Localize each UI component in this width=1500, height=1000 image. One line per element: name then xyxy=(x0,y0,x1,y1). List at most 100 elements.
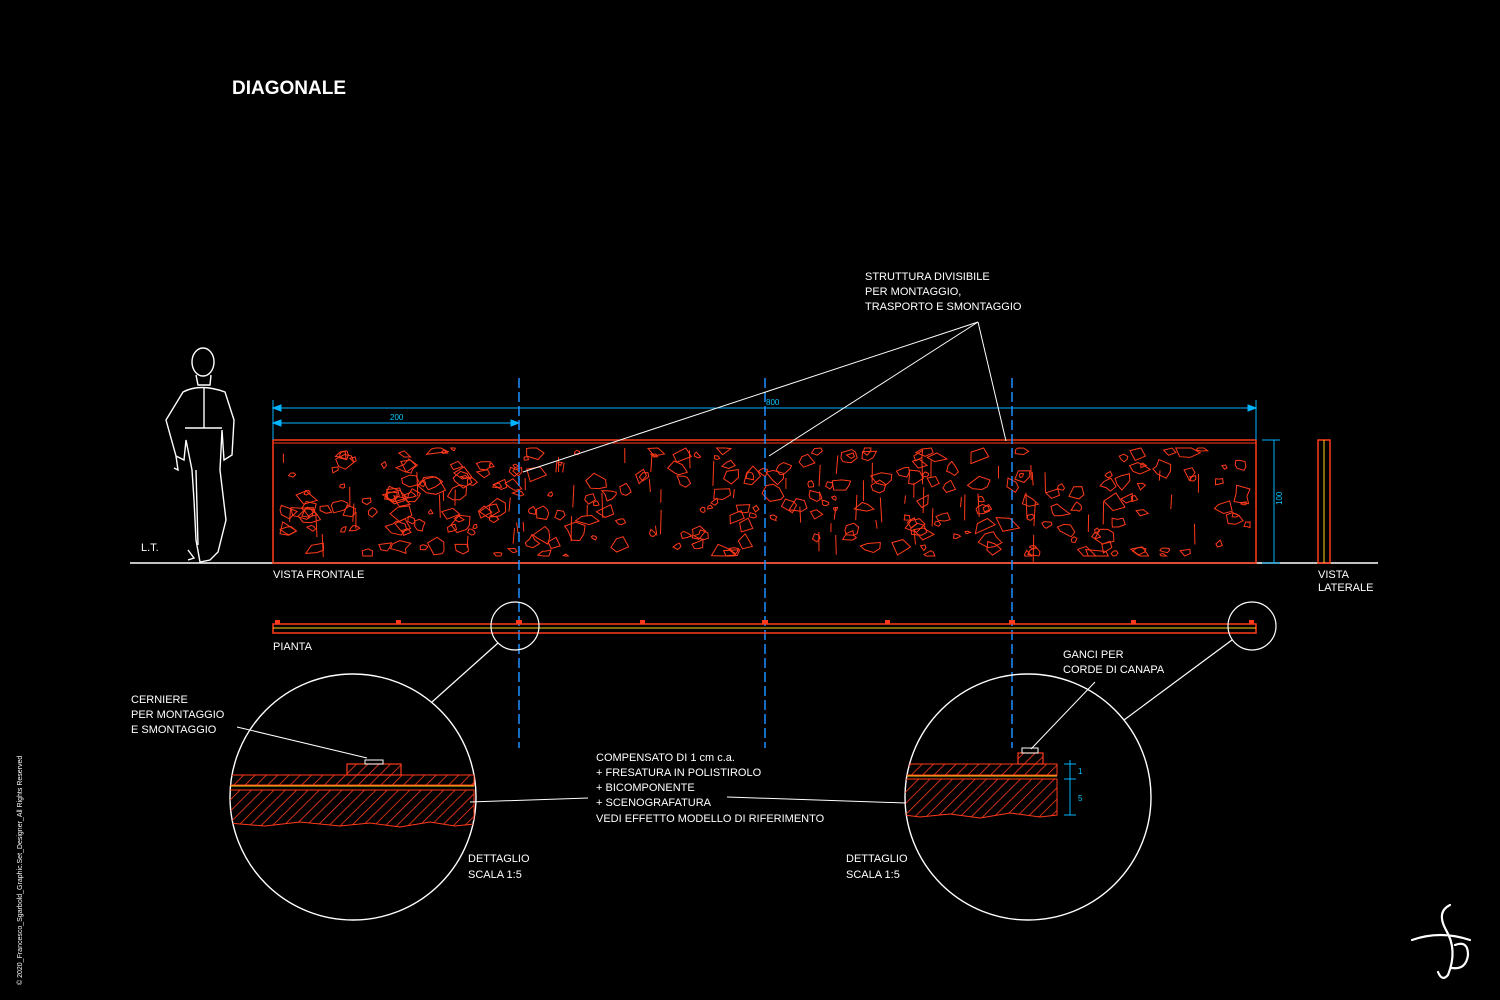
texture-shape xyxy=(449,460,464,471)
texture-shape xyxy=(1136,482,1147,491)
front-view-panel xyxy=(272,439,1257,564)
texture-shape xyxy=(512,466,523,477)
texture-shape xyxy=(1152,458,1172,479)
texture-shape xyxy=(729,510,745,525)
texture-shape xyxy=(699,506,706,514)
texture-shape xyxy=(1041,521,1053,529)
texture-shape xyxy=(845,452,856,459)
texture-stroke xyxy=(977,493,980,518)
texture-shape xyxy=(414,518,426,532)
texture-shape xyxy=(449,447,456,452)
texture-shape xyxy=(488,462,495,468)
texture-shape xyxy=(1243,521,1251,529)
texture-shape xyxy=(441,449,449,454)
texture-shape xyxy=(1056,483,1066,491)
texture-shape xyxy=(330,499,349,514)
texture-shape xyxy=(584,493,597,505)
texture-stroke xyxy=(572,484,575,508)
texture-shape xyxy=(966,475,991,491)
detail-right-line-2: SCALA 1:5 xyxy=(846,869,900,881)
texture-shape xyxy=(1129,546,1150,557)
texture-shape xyxy=(798,453,816,468)
texture-shape xyxy=(1070,501,1082,512)
texture-shape xyxy=(1103,492,1126,512)
texture-shape xyxy=(870,479,887,494)
detail-right-line-1: DETTAGLIO xyxy=(846,853,908,865)
note-material-line-1: COMPENSATO DI 1 cm c.a. xyxy=(596,752,735,764)
texture-shape xyxy=(338,483,346,489)
texture-shape xyxy=(525,447,545,461)
texture-shape xyxy=(975,503,991,515)
texture-shape xyxy=(338,450,349,461)
texture-shape xyxy=(680,530,693,539)
texture-stroke xyxy=(1031,471,1034,486)
texture-shape xyxy=(1068,486,1085,500)
detail-dim-side: 5 xyxy=(1078,794,1083,803)
texture-shape xyxy=(970,447,990,465)
texture-shape xyxy=(1044,488,1061,499)
texture-shape xyxy=(1120,492,1134,504)
texture-shape xyxy=(809,509,824,520)
texture-shape xyxy=(775,461,793,476)
texture-stroke xyxy=(960,497,962,508)
texture-shape xyxy=(600,490,617,502)
texture-shape xyxy=(367,507,379,518)
texture-shape xyxy=(862,447,872,456)
texture-shape xyxy=(1140,462,1148,469)
texture-shape xyxy=(1135,509,1150,517)
note-material-line-2: + FRESATURA IN POLISTIROLO xyxy=(596,767,762,779)
texture-shape xyxy=(923,550,936,557)
texture-stroke xyxy=(512,528,515,544)
note-hooks-line-2: CORDE DI CANAPA xyxy=(1063,664,1165,676)
texture-shape xyxy=(841,529,858,541)
texture-shape xyxy=(1099,477,1117,492)
texture-shape xyxy=(1174,447,1202,458)
texture-stroke xyxy=(835,455,839,475)
note-material-line-4: + SCENOGRAFATURA xyxy=(596,797,712,809)
texture-shape xyxy=(466,477,479,486)
texture-stroke xyxy=(315,512,318,538)
texture-shape xyxy=(1076,545,1097,557)
texture-shape xyxy=(691,538,704,550)
texture-shape xyxy=(676,475,692,488)
texture-shape xyxy=(935,512,951,522)
texture-shape xyxy=(340,525,347,533)
note-material: COMPENSATO DI 1 cm c.a. + FRESATURA IN P… xyxy=(596,752,825,825)
texture-shape xyxy=(861,450,878,462)
texture-stroke xyxy=(508,497,511,512)
texture-shape xyxy=(441,507,461,520)
note-detail-left: DETTAGLIO SCALA 1:5 xyxy=(468,853,530,881)
texture-shape xyxy=(1183,467,1196,482)
panel-texture xyxy=(279,447,1251,562)
texture-shape xyxy=(922,471,930,478)
texture-shape xyxy=(1101,540,1113,554)
leader-lines xyxy=(236,321,1096,804)
texture-stroke xyxy=(352,503,355,522)
texture-shape xyxy=(574,514,601,526)
texture-shape xyxy=(916,494,929,509)
texture-shape xyxy=(1213,500,1233,515)
texture-shape xyxy=(737,533,754,550)
texture-shape xyxy=(1215,539,1223,548)
texture-stroke xyxy=(1044,472,1046,493)
side-view-panel xyxy=(1317,439,1331,564)
texture-shape xyxy=(508,466,521,478)
texture-shape xyxy=(1056,523,1076,538)
texture-shape xyxy=(1162,447,1177,456)
texture-stroke xyxy=(819,491,821,500)
texture-shape xyxy=(824,481,834,490)
texture-shape xyxy=(450,514,471,534)
texture-shape xyxy=(504,478,523,491)
texture-shape xyxy=(426,536,445,556)
texture-shape xyxy=(527,505,537,515)
detail-marker-left xyxy=(490,601,540,651)
texture-shape xyxy=(1189,475,1197,482)
texture-shape xyxy=(844,522,860,536)
hook-icon xyxy=(1017,747,1044,765)
texture-shape xyxy=(821,499,830,507)
texture-shape xyxy=(592,500,600,507)
detail-marker-right xyxy=(1227,601,1277,651)
texture-shape xyxy=(524,533,541,549)
texture-shape xyxy=(1231,512,1241,518)
texture-shape xyxy=(977,531,1003,549)
